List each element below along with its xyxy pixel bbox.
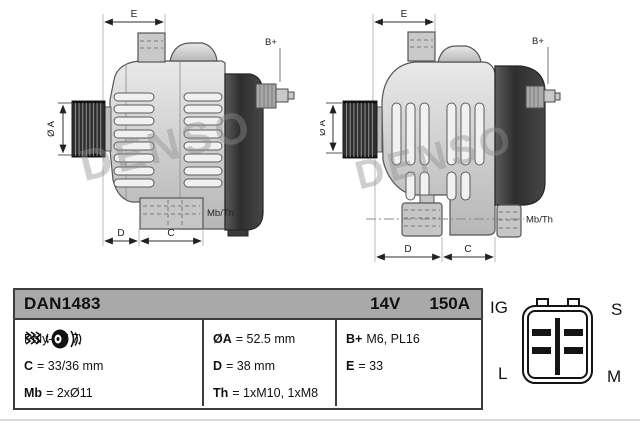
spec-table-header: DAN1483 14V 150A bbox=[15, 290, 481, 320]
spec-c-label: C bbox=[24, 359, 34, 373]
spec-mb-value: = 2xØ11 bbox=[46, 385, 93, 400]
spec-c-value: = 33/36 mm bbox=[37, 359, 104, 373]
voltage-value: 14V bbox=[370, 294, 401, 313]
pulley bbox=[71, 100, 112, 158]
pin-label-m: M bbox=[607, 367, 622, 386]
dim-e-label: E bbox=[401, 9, 408, 20]
pulley-belt-icon bbox=[24, 329, 82, 349]
spec-mb-label: Mb bbox=[24, 385, 43, 400]
dim-c-label: C bbox=[464, 244, 471, 255]
spec-mb: Mb = 2xØ11 bbox=[24, 379, 202, 406]
spec-th-value: = 1xM10, 1xM8 bbox=[232, 385, 319, 400]
pin-label-ig: IG bbox=[490, 298, 508, 317]
dim-d-label: D bbox=[117, 228, 124, 239]
spec-th: Th = 1xM10, 1xM8 bbox=[213, 379, 335, 406]
connector-pin bbox=[564, 329, 583, 336]
b-plus-terminal bbox=[525, 85, 561, 109]
connector-pin bbox=[532, 347, 551, 354]
b-plus-label: B+ bbox=[532, 36, 544, 47]
spec-column-2: ØA = 52.5 mm D = 38 mm Th = 1xM10, 1xM8 bbox=[202, 320, 337, 406]
spec-dia-a-label: ØA bbox=[213, 332, 232, 347]
connector-housing-inner bbox=[527, 310, 588, 379]
spec-column-1: Poly-VF 7 C = 33/36 mm Mb = 2xØ11 bbox=[15, 320, 202, 406]
spec-dia-a-value: = 52.5 mm bbox=[235, 332, 296, 347]
alternator-drawing-right: B+ Mb/Th bbox=[320, 9, 561, 262]
b-plus-terminal bbox=[255, 83, 295, 109]
mb-th-label: Mb/Th bbox=[526, 215, 553, 226]
connector-key-bar bbox=[555, 318, 560, 375]
spec-pulley: Poly-VF 7 bbox=[24, 326, 202, 353]
spec-c: C = 33/36 mm bbox=[24, 353, 202, 380]
mount-ear bbox=[137, 32, 166, 63]
spec-b-plus-value: M6, PL16 bbox=[366, 332, 420, 347]
mount-ear bbox=[407, 31, 436, 62]
spec-table-body: Poly-VF 7 C = 33/36 mm Mb = 2xØ11 ØA = 5… bbox=[15, 320, 481, 406]
connector-pin bbox=[564, 347, 583, 354]
spec-e: E = 33 bbox=[346, 353, 481, 380]
spec-empty-row bbox=[346, 379, 481, 406]
rear-cover-foot bbox=[227, 229, 249, 237]
pin-label-l: L bbox=[498, 364, 508, 383]
connector-pin bbox=[532, 329, 551, 336]
front-mount-lug bbox=[139, 197, 204, 230]
spec-d-value: = 38 mm bbox=[226, 359, 276, 373]
spec-d-label: D bbox=[213, 359, 223, 373]
spec-th-label: Th bbox=[213, 385, 229, 400]
spec-column-3: B+ M6, PL16 E = 33 bbox=[337, 320, 481, 406]
spec-table: DAN1483 14V 150A bbox=[13, 288, 483, 410]
dim-d-label: D bbox=[404, 244, 411, 255]
alternator-drawing-left: B+ Mb/Th E bbox=[46, 9, 295, 246]
spec-e-label: E bbox=[346, 359, 355, 373]
spec-b-plus: B+ M6, PL16 bbox=[346, 326, 481, 353]
vent-slots bbox=[391, 102, 485, 201]
rear-cover bbox=[224, 73, 264, 231]
dim-e-label: E bbox=[131, 9, 138, 20]
spec-e-value: = 33 bbox=[358, 359, 384, 373]
amperage-value: 150A bbox=[429, 294, 470, 313]
connector-pinout-diagram: IG S L M bbox=[488, 292, 640, 412]
dim-c-label: C bbox=[167, 228, 174, 239]
pulley bbox=[342, 100, 383, 159]
spec-d: D = 38 mm bbox=[213, 353, 335, 380]
mb-th-label: Mb/Th bbox=[207, 208, 234, 219]
spec-dia-a: ØA = 52.5 mm bbox=[213, 326, 335, 353]
dim-dia-a-label: Ø A bbox=[320, 119, 328, 136]
top-lug bbox=[437, 45, 482, 63]
vent-slots bbox=[113, 92, 223, 188]
bottom-divider bbox=[0, 419, 640, 421]
b-plus-label: B+ bbox=[265, 37, 277, 48]
dim-dia-a-label: Ø A bbox=[46, 120, 57, 137]
spec-b-plus-label: B+ bbox=[346, 332, 363, 347]
top-lug bbox=[169, 42, 218, 62]
part-number: DAN1483 bbox=[24, 294, 101, 313]
mount-lugs bbox=[401, 194, 522, 238]
pin-label-s: S bbox=[611, 300, 623, 319]
